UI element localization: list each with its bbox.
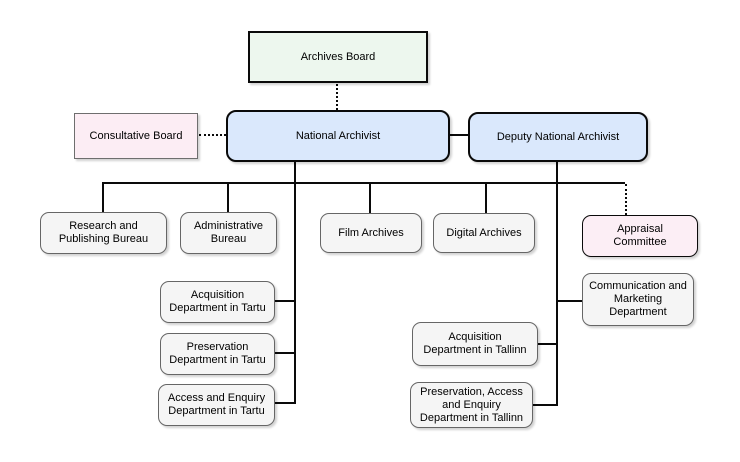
drop-film-archives [369,182,371,213]
drop-research-bureau [102,182,104,212]
node-access-enquiry-tartu: Access and Enquiry Department in Tartu [158,384,275,426]
node-communication-marketing-label: Communication and Marketing Department [589,280,687,318]
node-national-archivist-label: National Archivist [295,129,381,142]
conn-access-enquiry-tartu [275,402,294,404]
node-preservation-access-enquiry-tallinn-label: Preservation, Access and Enquiry Departm… [419,385,524,424]
node-deputy-national-archivist: Deputy National Archivist [468,112,648,162]
conn-preservation-tallinn [533,404,558,406]
edge-bus-appraisalcommittee [625,184,627,215]
conn-acquisition-tallinn [538,343,558,345]
node-acquisition-tallinn-label: Acquisition Department in Tallinn [423,331,527,356]
node-acquisition-tartu-label: Acquisition Department in Tartu [169,289,266,314]
node-deputy-national-archivist-label: Deputy National Archivist [496,130,620,143]
edge-archivesboard-nationalarchivist [336,84,338,110]
node-research-publishing-bureau-label: Research and Publishing Bureau [58,220,149,245]
node-acquisition-tartu: Acquisition Department in Tartu [160,281,275,323]
node-national-archivist: National Archivist [226,110,450,162]
node-consultative-board-label: Consultative Board [89,129,183,142]
conn-preservation-tartu [275,352,294,354]
conn-acquisition-tartu [275,300,294,302]
trunk-deputy-archivist [556,162,558,406]
node-preservation-tartu-label: Preservation Department in Tartu [169,341,266,366]
node-administrative-bureau: Administrative Bureau [180,212,277,254]
trunk-national-archivist [294,162,296,404]
node-appraisal-committee: Appraisal Committee [582,215,698,257]
node-communication-marketing: Communication and Marketing Department [582,273,694,326]
node-digital-archives: Digital Archives [433,213,535,253]
edge-consultativeboard-nationalarchivist [199,134,226,136]
node-preservation-tartu: Preservation Department in Tartu [160,333,275,375]
node-research-publishing-bureau: Research and Publishing Bureau [40,212,167,254]
node-acquisition-tallinn: Acquisition Department in Tallinn [412,322,538,366]
node-film-archives-label: Film Archives [338,226,404,239]
edge-nationalarchivist-deputy [450,134,468,136]
bus-level3 [102,182,625,184]
node-access-enquiry-tartu-label: Access and Enquiry Department in Tartu [167,392,266,417]
drop-digital-archives [485,182,487,213]
node-consultative-board: Consultative Board [74,113,198,159]
node-archives-board-label: Archives Board [300,50,376,63]
node-film-archives: Film Archives [320,213,422,253]
node-appraisal-committee-label: Appraisal Committee [613,223,667,248]
node-archives-board: Archives Board [248,31,428,83]
drop-administrative-bureau [227,182,229,212]
node-digital-archives-label: Digital Archives [446,226,522,239]
node-preservation-access-enquiry-tallinn: Preservation, Access and Enquiry Departm… [410,382,533,428]
node-administrative-bureau-label: Administrative Bureau [193,220,264,245]
conn-communication-marketing [556,300,582,302]
